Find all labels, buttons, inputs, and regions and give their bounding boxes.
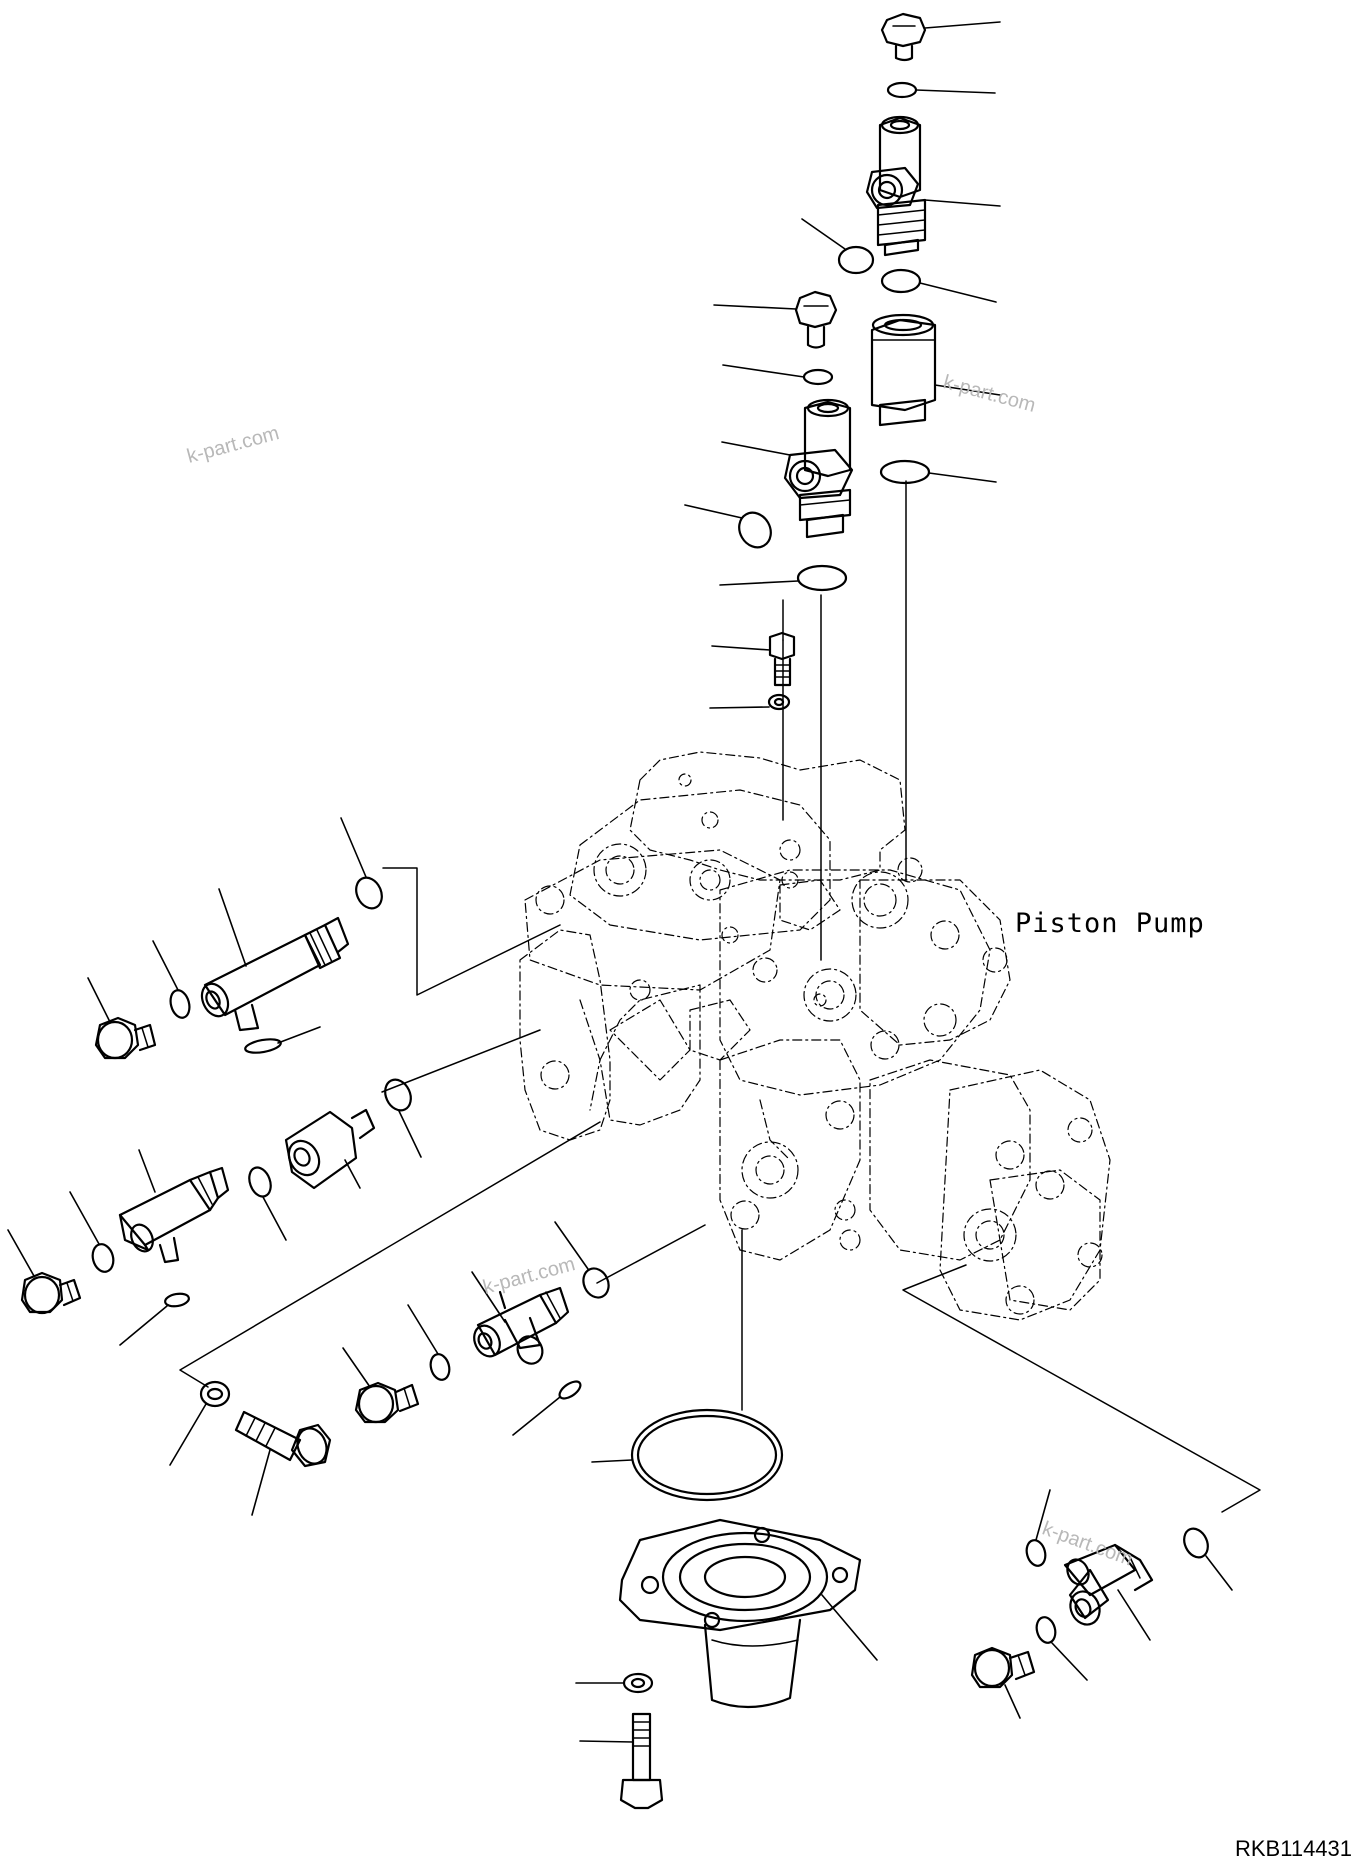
o-ring-l3: [554, 1221, 610, 1299]
adapter-straight: [870, 313, 1001, 427]
tee-fitting-l3: [471, 1271, 570, 1365]
elbow-fitting-r: [1063, 1543, 1154, 1641]
top-o-ring-small: [886, 81, 996, 99]
piston-pump-body: [519, 751, 1111, 1321]
o-ring-l1b: [152, 940, 191, 1019]
bolt-l3: [234, 1410, 332, 1516]
bolt-bottom: [579, 1712, 664, 1810]
tube-fitting-long: [200, 888, 350, 1032]
top-hex-plug: [880, 12, 1001, 62]
o-ring-left-1: [801, 218, 875, 275]
washer-small: [709, 693, 791, 711]
o-ring-l1: [340, 817, 383, 910]
assembly-paths: [179, 480, 1261, 1513]
o-ring-r3: [1035, 1616, 1088, 1681]
flange-bolt-l1: [87, 977, 157, 1060]
hex-plug-2: [713, 290, 838, 349]
adapter-hex-l2: [284, 1108, 376, 1190]
o-ring-l3c: [512, 1380, 582, 1436]
small-bolt: [711, 631, 796, 687]
o-ring-l2: [384, 1078, 422, 1158]
large-o-ring: [591, 1408, 784, 1502]
tee-fitting-l2: [118, 1149, 230, 1264]
piston-pump-label: Piston Pump: [1015, 908, 1205, 939]
flange-bolt-l2: [7, 1229, 82, 1315]
o-ring-r1: [1183, 1527, 1233, 1591]
o-ring-l2c: [69, 1191, 115, 1273]
flange-bolt-l3: [342, 1347, 420, 1424]
o-ring-l3b: [407, 1304, 451, 1381]
figure-code: RKB114431: [1235, 1836, 1353, 1861]
o-ring-l2d: [119, 1292, 190, 1346]
cover-flange: [618, 1518, 878, 1709]
o-ring-right-2: [879, 459, 997, 485]
washer-bottom: [575, 1672, 654, 1694]
o-ring-r2: [1025, 1489, 1051, 1567]
o-ring-l1c: [244, 1026, 321, 1054]
o-ring-l2b: [248, 1166, 287, 1241]
o-ring-small-2: [722, 364, 834, 386]
o-ring-center: [719, 564, 848, 592]
flange-bolt-r: [970, 1646, 1036, 1719]
swivel-elbow-fitting-2: [721, 398, 854, 539]
o-ring-left-2: [684, 504, 772, 549]
top-swivel-elbow-fitting: [865, 115, 1001, 257]
o-ring-right-1: [880, 268, 997, 303]
washer-l3: [169, 1380, 231, 1466]
